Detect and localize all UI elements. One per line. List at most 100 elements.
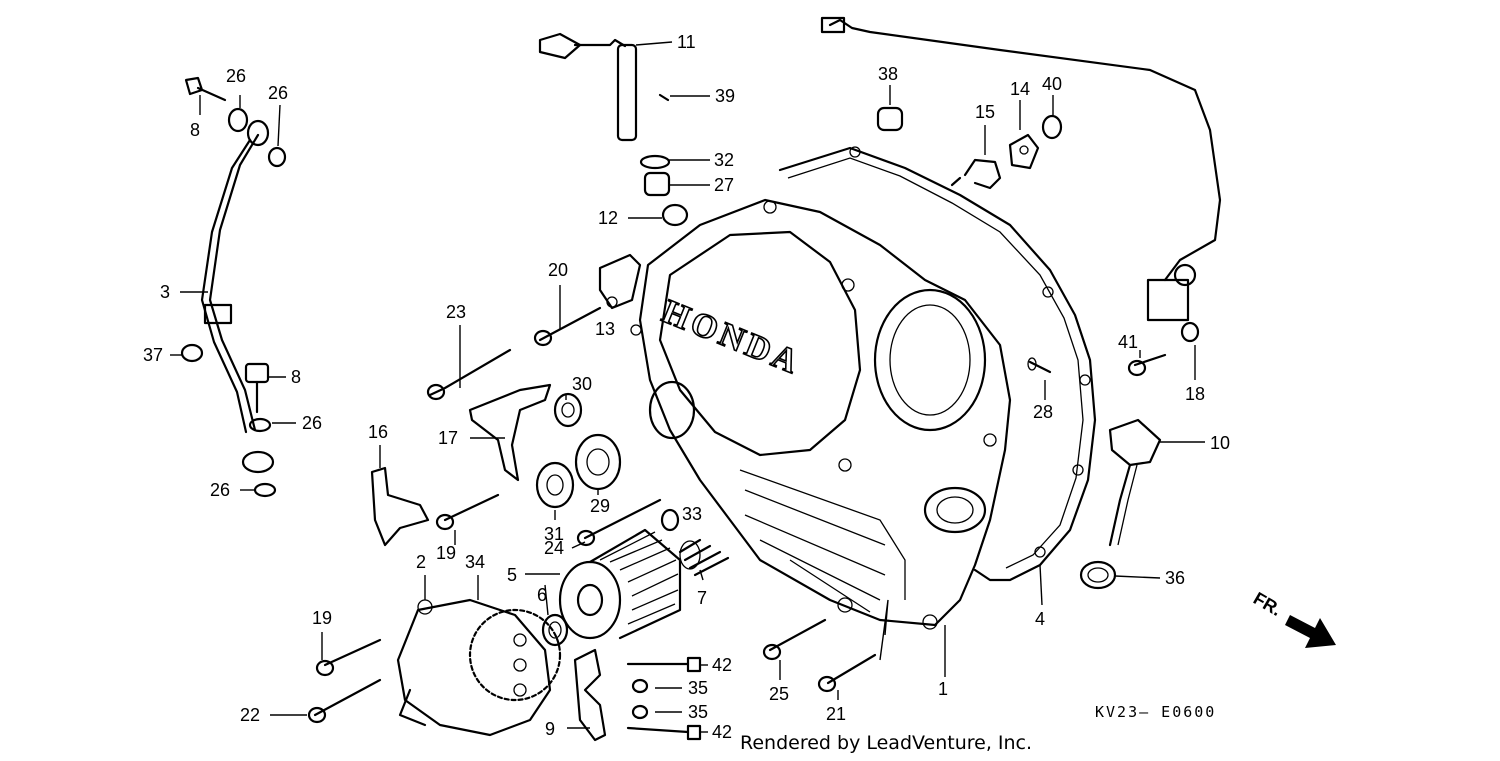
bolt-part-19-bottom: [315, 638, 382, 677]
callout-31: 31: [544, 524, 564, 544]
bolt-part-25: [762, 618, 827, 661]
callout-26-c: 26: [302, 413, 322, 433]
callout-12: 12: [598, 208, 618, 228]
bolt-part-41: [1127, 353, 1167, 377]
callout-34: 34: [465, 552, 485, 572]
callout-42-top: 42: [712, 655, 732, 675]
callout-2: 2: [416, 552, 426, 572]
bearing-part-29: [574, 433, 622, 491]
nut-part-37: [180, 343, 204, 363]
callout-26-b: 26: [268, 83, 288, 103]
callout-6: 6: [537, 585, 547, 605]
callout-13: 13: [595, 319, 615, 339]
callout-17: 17: [438, 428, 458, 448]
bushing-part-27: [643, 171, 671, 197]
arm-part-16: [370, 466, 430, 547]
callout-29: 29: [590, 496, 610, 516]
collar-part-38: [876, 106, 904, 132]
callout-14: 14: [1010, 79, 1030, 99]
front-direction-indicator: FR.: [1250, 588, 1336, 648]
bracket-part-9: [573, 648, 607, 742]
callout-35-bottom: 35: [688, 702, 708, 722]
dipstick-part-10: [1108, 418, 1162, 547]
callout-11: 11: [677, 32, 696, 52]
diagram-code: KV23– E0600: [1095, 703, 1216, 721]
callout-30: 30: [572, 374, 592, 394]
bolt-part-19-top: [435, 493, 500, 531]
bolt-part-21: [817, 653, 877, 693]
switch-harness-part-18: [820, 16, 1222, 343]
spring-part-15: [950, 158, 1002, 190]
callout-22: 22: [240, 705, 260, 725]
callout-37: 37: [143, 345, 163, 365]
pump-cover-part-2: [396, 598, 552, 737]
callout-8-top: 8: [190, 120, 200, 140]
callout-19-top: 19: [436, 543, 456, 563]
clip-part-40: [1041, 114, 1063, 140]
bolt-part-22: [307, 678, 382, 724]
o-ring-part-6: [541, 613, 569, 647]
bolt-part-23: [426, 348, 512, 401]
dowel-pin-part-28: [1027, 357, 1052, 374]
callout-16: 16: [368, 422, 388, 442]
callout-32: 32: [714, 150, 734, 170]
washer-part-35-top: [631, 678, 649, 694]
callout-numbers: 1 2 3 4 5 6 7 8 8 9 10 11 12 13 14 15 16…: [143, 32, 1230, 742]
callout-20: 20: [548, 260, 568, 280]
pump-gear-part-34: [468, 608, 562, 702]
gasket-part-4: [778, 146, 1097, 582]
callout-24: 24: [544, 538, 564, 558]
callout-35-top: 35: [688, 678, 708, 698]
callout-26-a: 26: [226, 66, 246, 86]
washer-part-26-b: [267, 146, 287, 168]
callout-4: 4: [1035, 609, 1045, 629]
bolt-part-24: [576, 498, 662, 547]
washer-part-26-d: [253, 482, 277, 498]
filter-spring-part-7: [678, 538, 730, 577]
callout-28: 28: [1033, 402, 1053, 422]
callout-21: 21: [826, 704, 846, 724]
spring-part-32: [639, 154, 671, 170]
callout-8-mid: 8: [291, 367, 301, 387]
callout-33: 33: [682, 504, 702, 524]
front-direction-label: FR.: [1250, 588, 1285, 620]
callout-39: 39: [715, 86, 735, 106]
callout-5: 5: [507, 565, 517, 585]
callout-23: 23: [446, 302, 466, 322]
leader-lines: [170, 41, 1205, 733]
washer-part-26-a: [227, 107, 249, 133]
clutch-lifter-arm-part-11: [538, 32, 638, 142]
callout-25: 25: [769, 684, 789, 704]
washer-part-36: [1079, 560, 1117, 590]
bolt-part-8-top: [184, 76, 227, 102]
plate-part-14: [1008, 133, 1040, 170]
callout-10: 10: [1210, 433, 1230, 453]
render-credit: Rendered by LeadVenture, Inc.: [740, 732, 1032, 754]
callout-18: 18: [1185, 384, 1205, 404]
plate-part-17: [468, 383, 552, 482]
o-ring-part-33: [660, 508, 680, 532]
breather-pipe-part-3: [200, 119, 275, 474]
callout-19-bottom: 19: [312, 608, 332, 628]
washer-part-35-bottom: [631, 704, 649, 720]
callout-3: 3: [160, 282, 170, 302]
bearing-part-31: [535, 461, 575, 509]
bolt-part-20: [533, 306, 602, 347]
callout-26-d: 26: [210, 480, 230, 500]
bearing-part-30: [553, 392, 583, 428]
callout-7: 7: [697, 588, 707, 608]
bolt-part-42-top: [626, 656, 702, 673]
bolt-part-8-mid: [244, 362, 270, 414]
bolt-part-42-bottom: [626, 724, 702, 741]
callout-15: 15: [975, 102, 995, 122]
front-arrow-icon: [1285, 615, 1336, 648]
callout-40: 40: [1042, 74, 1062, 94]
callout-27: 27: [714, 175, 734, 195]
pin-part-39: [658, 93, 670, 102]
callout-42-bottom: 42: [712, 722, 732, 742]
callout-36: 36: [1165, 568, 1185, 588]
callout-41: 41: [1118, 332, 1138, 352]
spring-part-12: [661, 203, 689, 227]
crankcase-cover-part-1: HONDA: [630, 198, 1012, 630]
